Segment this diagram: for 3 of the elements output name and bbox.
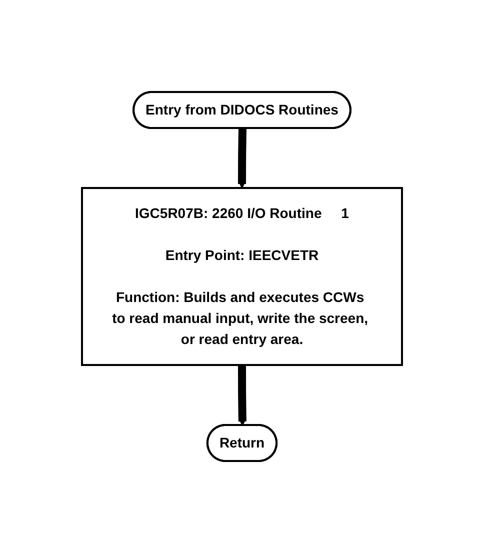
arrow xyxy=(237,365,246,426)
arrow xyxy=(237,128,246,188)
node-box: IGC5R07B: 2260 I/O Routine 1 Entry Point: IEECVETR Function: Builds and executes CCWs to read manual input, write the screen, or read entry area. xyxy=(80,187,402,366)
